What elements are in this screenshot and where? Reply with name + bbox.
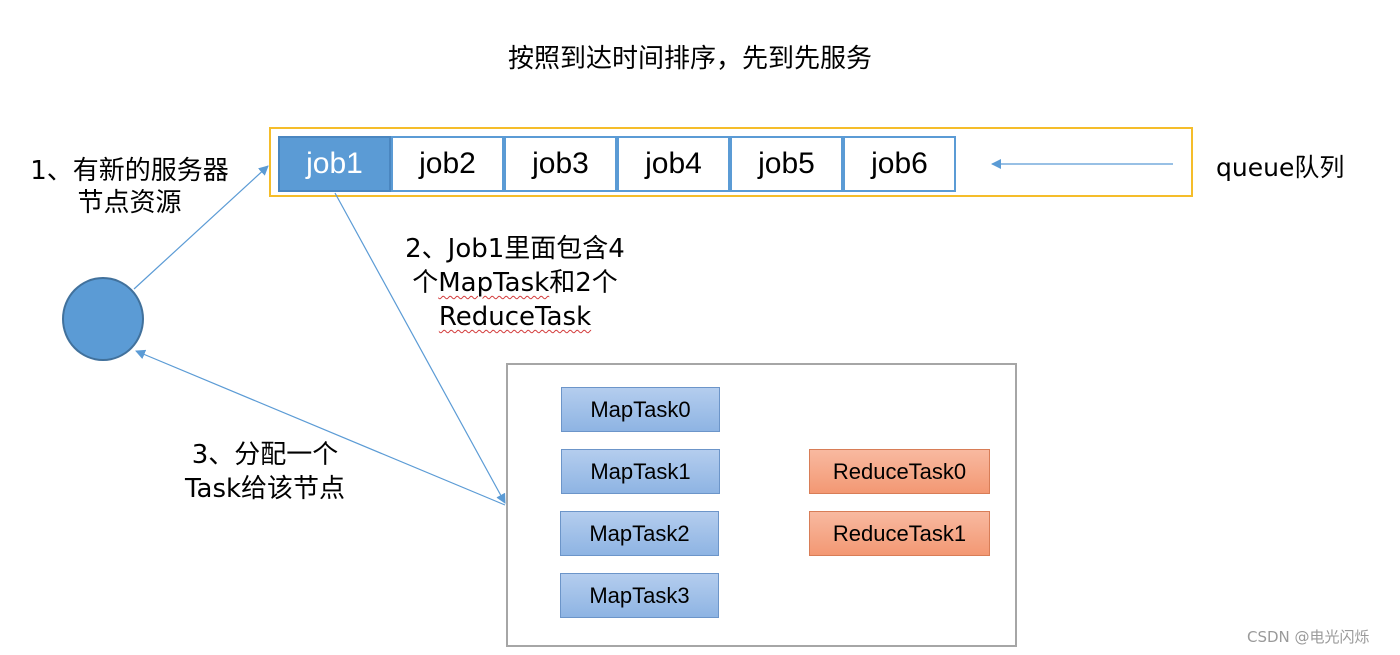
step2-line1: 2、Job1里面包含4 xyxy=(405,234,625,264)
map-task-2: MapTask2 xyxy=(560,511,719,556)
step2-line3: ReduceTask xyxy=(438,302,592,332)
reduce-task-0: ReduceTask0 xyxy=(809,449,990,494)
queue-job-4: job4 xyxy=(617,136,730,192)
queue-job-3: job3 xyxy=(504,136,617,192)
watermark: CSDN @电光闪烁 xyxy=(1247,628,1370,646)
arrow-job1-to-tasks xyxy=(334,192,506,504)
diagram-title: 按照到达时间排序，先到先服务 xyxy=(507,44,872,74)
queue-job-1: job1 xyxy=(278,136,391,192)
step1-line1: 1、有新的服务器 xyxy=(30,156,229,186)
map-task-0: MapTask0 xyxy=(561,387,720,432)
step3-line1: 3、分配一个 xyxy=(191,440,339,470)
queue-label: queue队列 xyxy=(1216,153,1345,182)
step1-line2: 节点资源 xyxy=(77,188,182,218)
queue-job-5: job5 xyxy=(730,136,843,192)
queue-container xyxy=(269,127,1193,197)
queue-job-6: job6 xyxy=(843,136,956,192)
server-node-circle xyxy=(62,277,144,361)
step2-line2: 个MapTask和2个 xyxy=(380,266,650,300)
map-task-1: MapTask1 xyxy=(561,449,720,494)
step3-label: 3、分配一个 Task给该节点 xyxy=(150,438,380,506)
arrow-node-to-job1 xyxy=(133,165,269,290)
map-task-3: MapTask3 xyxy=(560,573,719,618)
step2-line2-post: 和2个 xyxy=(549,268,618,298)
step3-line2: Task给该节点 xyxy=(184,474,346,504)
arrow-task-to-node xyxy=(135,349,506,506)
queue-job-2: job2 xyxy=(391,136,504,192)
step2-label: 2、Job1里面包含4 个MapTask和2个 ReduceTask xyxy=(380,232,650,334)
reduce-task-1: ReduceTask1 xyxy=(809,511,990,556)
step1-label: 1、有新的服务器 节点资源 xyxy=(22,155,237,219)
step2-line2-pre: 个 xyxy=(412,268,439,298)
step2-line2-maptask: MapTask xyxy=(438,268,550,298)
